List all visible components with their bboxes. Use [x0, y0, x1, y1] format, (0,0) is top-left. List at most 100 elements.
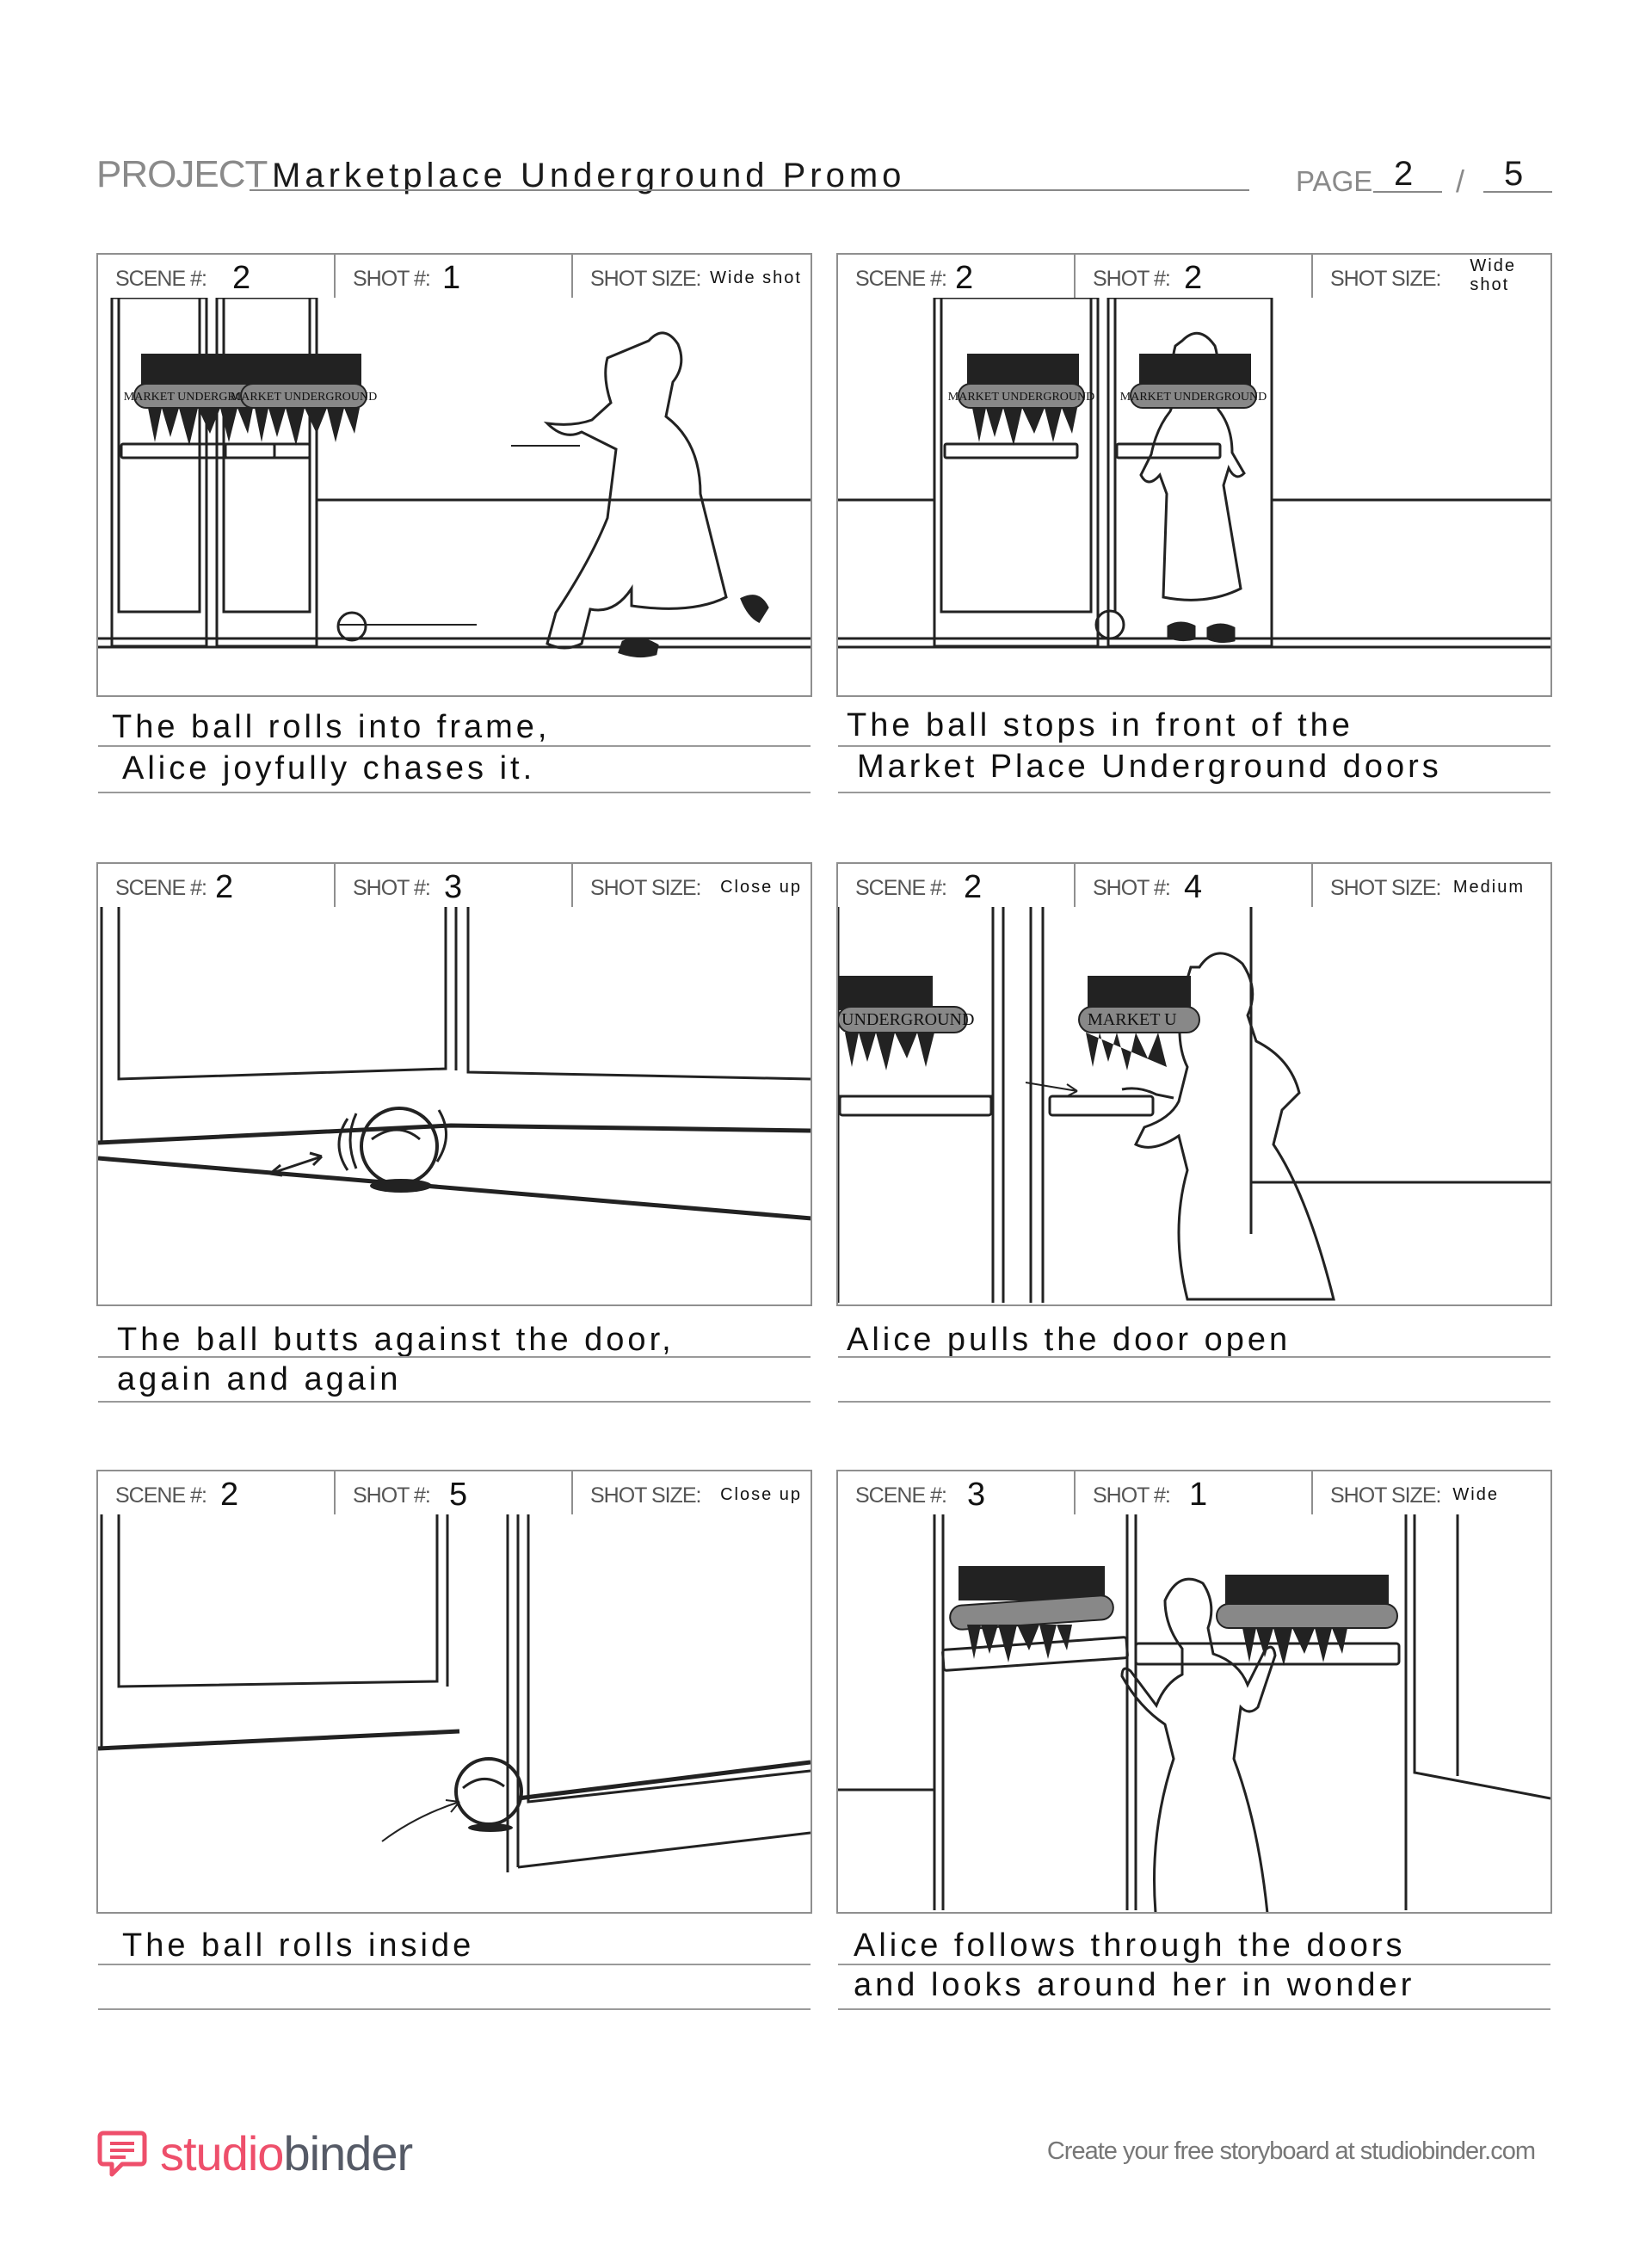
storyboard-panel-5[interactable]: SCENE #: 2 SHOT #: 5 SHOT SIZE: Close up	[96, 1470, 812, 2020]
panel-sketch-frame	[836, 1514, 1552, 1914]
caption-rule-2	[838, 1401, 1550, 1403]
shot-number[interactable]: 5	[449, 1477, 468, 1513]
storyboard-panel-1[interactable]: SCENE #: 2 SHOT #: 1 SHOT SIZE: Wide sho…	[96, 253, 812, 804]
svg-text:MARKET U: MARKET U	[1088, 1010, 1177, 1029]
svg-text:MARKET UNDERGROUND: MARKET UNDERGROUND	[124, 391, 270, 404]
scene-number[interactable]: 2	[964, 869, 983, 905]
chat-bubble-icon	[97, 2131, 147, 2176]
panel-meta-bar: SCENE #: 2 SHOT #: 1 SHOT SIZE: Wide sho…	[96, 253, 812, 301]
shot-size-cell[interactable]: SHOT SIZE: Wide shot	[571, 255, 811, 299]
sketch-ball-rolling-inside-closeup	[98, 1514, 811, 1872]
caption-line-1[interactable]: The ball butts against the door,	[117, 1322, 675, 1358]
scene-number[interactable]: 2	[955, 260, 974, 296]
footer-cta-link[interactable]: Create your free storyboard at studiobin…	[1046, 2137, 1536, 2165]
storyboard-panel-3[interactable]: SCENE #: 2 SHOT #: 3 SHOT SIZE: Close up	[96, 862, 812, 1413]
shot-cell[interactable]: SHOT #: 2	[1074, 255, 1311, 299]
page-label: PAGE	[1296, 165, 1373, 197]
shot-cell[interactable]: SHOT #: 5	[334, 1471, 571, 1516]
panel-sketch-frame: MARKET UNDERGROUND MARKET UNDERGROUND	[836, 298, 1552, 697]
shot-size-value[interactable]: Wide shot	[710, 268, 802, 287]
scene-label: SCENE #:	[855, 876, 947, 900]
shot-size-cell[interactable]: SHOT SIZE: Wide	[1311, 1471, 1550, 1516]
market-underground-sign-1: MARKET UNDERGROUND	[124, 354, 270, 446]
caption-line-2[interactable]: Market Place Underground doors	[857, 749, 1442, 785]
scene-number[interactable]: 3	[967, 1477, 986, 1513]
panel-sketch-frame	[96, 1514, 812, 1914]
shot-size-label: SHOT SIZE:	[590, 267, 701, 291]
shot-number[interactable]: 2	[1184, 260, 1203, 296]
caption-rule-2	[98, 2008, 811, 2010]
caption-line-2[interactable]: and looks around her in wonder	[854, 1967, 1415, 2003]
scene-label: SCENE #:	[115, 267, 207, 291]
caption-line-1[interactable]: Alice pulls the door open	[847, 1322, 1291, 1358]
shot-cell[interactable]: SHOT #: 1	[334, 255, 571, 299]
sketch-girl-entering-looking-around	[838, 1514, 1550, 1912]
panel-meta-bar: SCENE #: 2 SHOT #: 3 SHOT SIZE: Close up	[96, 862, 812, 910]
shot-number[interactable]: 1	[1189, 1477, 1208, 1513]
shot-cell[interactable]: SHOT #: 4	[1074, 864, 1311, 909]
scene-cell[interactable]: SCENE #: 3	[838, 1471, 1074, 1516]
scene-cell[interactable]: SCENE #: 2	[98, 1471, 334, 1516]
page-separator: /	[1456, 163, 1465, 199]
page-current-underline	[1373, 191, 1442, 193]
market-underground-sign-mirrored-1	[949, 1566, 1114, 1662]
scene-number[interactable]: 2	[220, 1477, 239, 1513]
shot-cell[interactable]: SHOT #: 1	[1074, 1471, 1311, 1516]
scene-number[interactable]: 2	[232, 260, 251, 296]
shot-number[interactable]: 1	[442, 260, 461, 296]
shot-size-value[interactable]: Close up	[720, 878, 802, 897]
page-total-underline	[1483, 191, 1552, 193]
caption-line-1[interactable]: The ball rolls inside	[122, 1927, 475, 1964]
shot-cell[interactable]: SHOT #: 3	[334, 864, 571, 909]
shot-size-cell[interactable]: SHOT SIZE: Close up	[571, 864, 811, 909]
panel-meta-bar: SCENE #: 3 SHOT #: 1 SHOT SIZE: Wide	[836, 1470, 1552, 1518]
page-total[interactable]: 5	[1504, 155, 1524, 193]
storyboard-panel-4[interactable]: SCENE #: 2 SHOT #: 4 SHOT SIZE: Medium	[836, 862, 1552, 1413]
caption-line-2[interactable]: again and again	[117, 1361, 402, 1397]
caption-line-1[interactable]: The ball stops in front of the	[847, 707, 1353, 743]
market-underground-sign-2: MARKET UNDERGROUND	[1120, 354, 1267, 409]
caption-line-1[interactable]: Alice follows through the doors	[854, 1927, 1406, 1964]
caption-line-2[interactable]: Alice joyfully chases it.	[122, 750, 536, 786]
project-title[interactable]: Marketplace Underground Promo	[272, 157, 906, 194]
scene-number[interactable]: 2	[215, 869, 234, 905]
caption-rule-2	[98, 792, 811, 793]
shot-size-value[interactable]: Close up	[720, 1485, 802, 1504]
caption-line-1[interactable]: The ball rolls into frame,	[112, 709, 551, 745]
shot-label: SHOT #:	[1093, 267, 1171, 291]
caption-rule-2	[838, 792, 1550, 793]
shot-size-cell[interactable]: SHOT SIZE: Medium	[1311, 864, 1550, 909]
studiobinder-logo[interactable]: studiobinder	[96, 2125, 413, 2181]
caption-rule-1	[838, 1356, 1550, 1358]
shot-size-cell[interactable]: SHOT SIZE: Close up	[571, 1471, 811, 1516]
market-underground-sign-1: MARKET UNDERGROUND	[948, 354, 1094, 446]
caption-rule-1	[98, 1964, 811, 1965]
shot-size-value[interactable]: Wide	[1452, 1485, 1499, 1504]
market-underground-sign-2: MARKET UNDERGROUND	[231, 354, 377, 446]
svg-text:UNDERGROUND: UNDERGROUND	[841, 1010, 974, 1029]
panel-sketch-frame: MARKET UNDERGROUND MARKET UNDERGROUND	[96, 298, 812, 697]
shot-size-label: SHOT SIZE:	[1330, 267, 1441, 291]
storyboard-panel-6[interactable]: SCENE #: 3 SHOT #: 1 SHOT SIZE: Wide	[836, 1470, 1552, 2020]
panel-meta-bar: SCENE #: 2 SHOT #: 4 SHOT SIZE: Medium	[836, 862, 1552, 910]
scene-cell[interactable]: SCENE #: 2	[98, 255, 334, 299]
shot-number[interactable]: 3	[444, 869, 463, 905]
svg-text:MARKET UNDERGROUND: MARKET UNDERGROUND	[948, 391, 1094, 404]
page-current[interactable]: 2	[1394, 155, 1414, 193]
shot-size-value[interactable]: Medium	[1452, 878, 1525, 897]
shot-label: SHOT #:	[1093, 1483, 1171, 1508]
scene-cell[interactable]: SCENE #: 2	[98, 864, 334, 909]
scene-cell[interactable]: SCENE #: 2	[838, 255, 1074, 299]
sketch-girl-pulling-door-open: UNDERGROUND MARKET U	[838, 907, 1550, 1303]
panel-meta-bar: SCENE #: 2 SHOT #: 5 SHOT SIZE: Close up	[96, 1470, 812, 1518]
shot-size-label: SHOT SIZE:	[590, 1483, 701, 1508]
shot-number[interactable]: 4	[1184, 869, 1203, 905]
brand-wordmark: studiobinder	[160, 2125, 413, 2181]
scene-cell[interactable]: SCENE #: 2	[838, 864, 1074, 909]
market-underground-sign-partial-1: UNDERGROUND	[838, 976, 974, 1070]
brand-part-studio: studio	[160, 2126, 284, 2180]
shot-size-line-1: Wide	[1470, 256, 1516, 275]
